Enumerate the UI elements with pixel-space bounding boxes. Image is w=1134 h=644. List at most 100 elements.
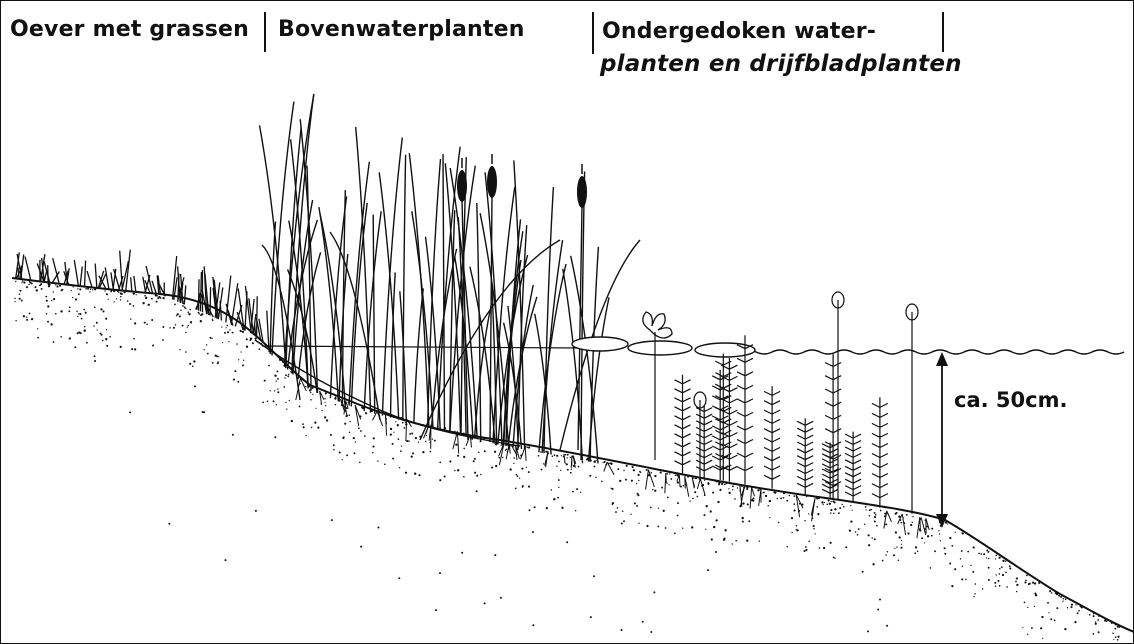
soil-dot <box>741 486 742 487</box>
soil-dot <box>299 406 301 408</box>
soil-dot <box>85 312 87 314</box>
soil-dot <box>794 509 796 511</box>
soil-dot <box>185 332 186 333</box>
soil-dot <box>816 506 818 508</box>
soil-dot <box>39 284 41 286</box>
soil-dot <box>858 528 860 530</box>
submerged-plant <box>845 432 861 503</box>
soil-dot <box>796 529 797 530</box>
soil-dot <box>842 504 843 505</box>
soil-dot <box>106 345 108 347</box>
soil-dot <box>37 328 38 329</box>
soil-dot <box>934 550 936 552</box>
soil-dot <box>517 475 519 477</box>
soil-dot <box>1049 590 1051 592</box>
soil-dot <box>1081 606 1083 608</box>
soil-dot <box>529 509 531 511</box>
soil-dot <box>907 532 909 534</box>
soil-dot <box>786 500 788 502</box>
soil-dot <box>446 431 448 433</box>
soil-dot <box>176 315 177 316</box>
soil-dot <box>1064 628 1066 630</box>
soil-dot <box>36 289 38 291</box>
soil-dot <box>275 381 276 382</box>
soil-dot <box>543 463 544 464</box>
soil-dot <box>283 386 285 388</box>
soil-dot <box>77 288 78 289</box>
soil-dot <box>216 355 218 357</box>
soil-dot <box>900 522 902 524</box>
submerged-plant <box>737 335 753 484</box>
soil-dot <box>901 540 902 541</box>
soil-dot <box>1114 628 1116 630</box>
soil-dot <box>763 492 765 494</box>
reed-leaf <box>450 168 477 439</box>
soil-dot <box>949 563 951 565</box>
root <box>320 391 324 405</box>
soil-dot <box>484 602 486 604</box>
soil-dot <box>1002 560 1004 562</box>
soil-dot <box>349 432 350 433</box>
soil-dot <box>575 510 576 511</box>
soil-dot <box>310 392 311 393</box>
reed-leaf <box>589 297 610 461</box>
soil-dot <box>737 487 738 488</box>
soil-dot <box>988 558 989 559</box>
soil-dot <box>133 293 135 295</box>
soil-dot <box>360 546 362 548</box>
soil-dot <box>505 449 506 450</box>
soil-dot <box>561 455 562 456</box>
soil-dot <box>380 412 382 414</box>
soil-dot <box>68 310 70 312</box>
soil-dot <box>146 323 148 325</box>
soil-dot <box>144 295 146 297</box>
soil-dot <box>85 288 87 290</box>
submerged-plant <box>696 405 712 477</box>
soil-dot <box>198 312 200 314</box>
soil-dot <box>808 540 810 542</box>
soil-dot <box>682 528 683 529</box>
soil-dot <box>845 546 847 548</box>
soil-dot <box>670 478 672 480</box>
soil-dot <box>871 537 873 539</box>
soil-dot <box>623 520 625 522</box>
soil-dot <box>473 460 475 462</box>
soil-dot <box>515 488 517 490</box>
soil-dot <box>1117 626 1119 628</box>
root <box>811 498 815 521</box>
soil-dot <box>174 304 176 306</box>
soil-dot <box>789 495 791 497</box>
soil-dot <box>887 551 889 553</box>
grass-blade <box>87 271 92 287</box>
soil-dot <box>412 452 414 454</box>
soil-dot <box>1024 602 1026 604</box>
soil-dot <box>270 390 271 391</box>
soil-dot <box>829 503 831 505</box>
soil-dot <box>212 320 214 322</box>
soil-dot <box>184 307 186 309</box>
soil-dot <box>1042 638 1043 639</box>
soil-dot <box>746 486 748 488</box>
soil-dot <box>312 394 313 395</box>
soil-dot <box>1016 577 1018 579</box>
soil-dot <box>720 481 721 482</box>
soil-dot <box>546 507 548 509</box>
soil-dot <box>571 469 572 470</box>
soil-dot <box>930 567 932 569</box>
soil-dot <box>408 440 409 441</box>
soil-dot <box>996 555 997 556</box>
soil-dot <box>1092 633 1094 635</box>
soil-dot <box>212 338 213 339</box>
soil-dot <box>757 489 759 491</box>
soil-dot <box>28 284 29 285</box>
soil-dot <box>212 362 214 364</box>
soil-dot <box>1048 612 1049 613</box>
soil-dot <box>638 480 639 481</box>
soil-dot <box>650 631 652 633</box>
soil-dot <box>179 315 181 317</box>
soil-dot <box>901 544 902 545</box>
soil-dot <box>136 294 137 295</box>
soil-dot <box>162 326 164 328</box>
soil-dot <box>697 496 699 498</box>
soil-dot <box>180 309 181 310</box>
